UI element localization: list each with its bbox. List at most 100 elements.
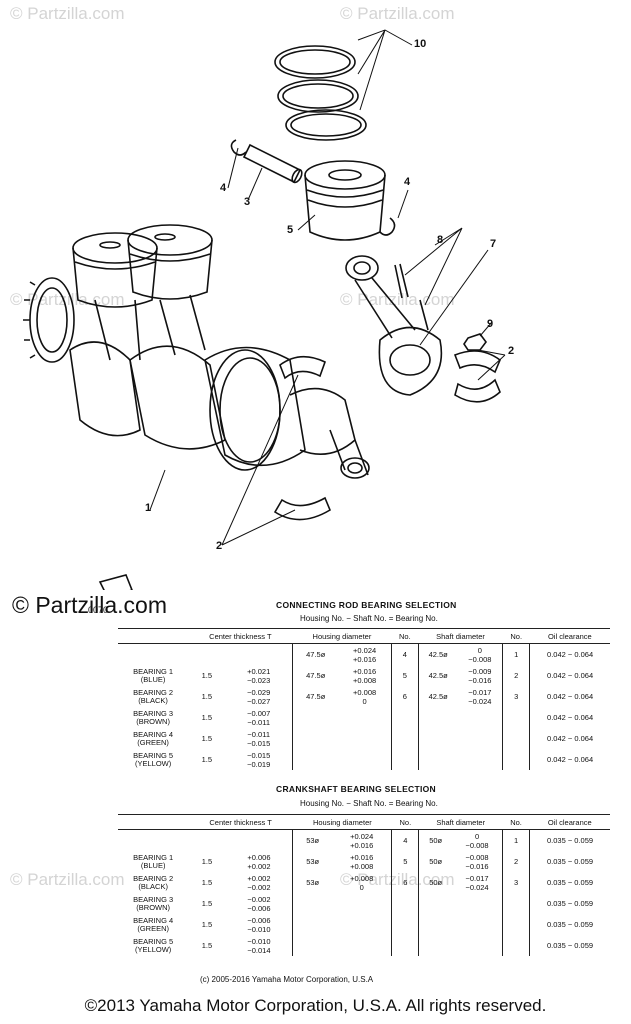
main-bearing-shell: [273, 496, 332, 521]
cell-housing-nom: [292, 749, 339, 770]
cell-thick-tol: +0.002 −0.002: [247, 873, 271, 892]
piston-rings: [274, 45, 367, 141]
cell-shaft-tol: [458, 749, 503, 770]
cell-oil: 0.035 − 0.059: [529, 893, 610, 914]
cell-thick-nom: 1.5: [201, 899, 213, 908]
cell-sno: 1: [502, 643, 530, 665]
cell-oil: 0.035 − 0.059: [529, 829, 610, 851]
cell-shaft-nom: 42.5ø: [417, 643, 458, 665]
cell-shaft-nom: 50ø: [418, 829, 452, 851]
footer-copyright: ©2013 Yamaha Motor Corporation, U.S.A. A…: [84, 996, 547, 1015]
cell-housing-nom: [292, 707, 339, 728]
main-bearing-shell: [279, 355, 326, 380]
col-oil-clearance: Oil clearance: [529, 816, 610, 830]
rod-bolt: [394, 263, 409, 299]
crank-table-title: CRANKSHAFT BEARING SELECTION: [276, 784, 436, 794]
callout-4: 4: [220, 182, 227, 194]
cell-sno: [502, 749, 530, 770]
cell-sno: [502, 707, 530, 728]
callout-10: 2: [508, 345, 515, 357]
cell-shaft-tol: −0.017 −0.024: [468, 687, 492, 706]
cell-name: [118, 830, 188, 852]
cell-sno: 3: [502, 686, 530, 707]
cell-housing-tol: [338, 749, 391, 770]
col-housing-diameter: Housing diameter: [292, 630, 392, 644]
partzilla-watermark: © Partzilla.com: [12, 592, 167, 618]
cell-sno: 2: [502, 665, 530, 686]
cell-shaft-tol: −0.009 −0.016: [468, 666, 492, 685]
cell-name: BEARING 5 (YELLOW): [133, 750, 174, 768]
cell-shaft-nom: [418, 935, 452, 956]
col-housing-no: No.: [391, 630, 419, 644]
cell-shaft-nom: [417, 707, 458, 728]
cell-housing-tol: +0.016 +0.008: [350, 852, 374, 871]
cell-thick-nom: 1.5: [201, 671, 213, 680]
conrod-table-title: CONNECTING ROD BEARING SELECTION: [276, 600, 457, 610]
cell-shaft-tol: [452, 914, 503, 935]
cell-thick-nom: [188, 830, 225, 852]
cell-hno: [391, 914, 419, 935]
cell-housing-tol: [338, 728, 391, 749]
cell-sno: 1: [502, 829, 530, 851]
cell-shaft-tol: 0 −0.008: [465, 831, 489, 850]
cell-sno: [502, 935, 530, 956]
cell-oil: 0.042 − 0.064: [529, 749, 610, 770]
leader-lines: [149, 29, 506, 546]
cell-thick-tol: −0.029 −0.027: [247, 687, 271, 706]
cell-thick-tol: −0.006 −0.010: [247, 915, 271, 934]
cell-name: BEARING 4 (GREEN): [133, 729, 174, 747]
cell-housing-tol: +0.024 +0.016: [353, 645, 377, 664]
cell-hno: 5: [390, 665, 419, 686]
cell-name: BEARING 2 (BLACK): [133, 873, 174, 891]
cell-housing-tol: +0.016 +0.008: [353, 666, 377, 685]
cell-name: BEARING 2 (BLACK): [133, 687, 174, 705]
cell-shaft-tol: [452, 935, 503, 956]
col-center-thickness: Center thickness T: [188, 816, 293, 830]
cell-oil: 0.035 − 0.059: [529, 935, 610, 956]
cell-shaft-tol: [452, 893, 503, 914]
crank-gear: [23, 277, 75, 363]
watermark: © Partzilla.com: [10, 870, 125, 889]
cell-sno: [502, 728, 530, 749]
cell-thick-tol: −0.010 −0.014: [247, 936, 271, 955]
cell-thick-tol: −0.015 −0.019: [247, 750, 271, 769]
watermark: © Partzilla.com: [340, 290, 455, 309]
cell-hno: [391, 935, 419, 956]
crankshaft: [69, 341, 370, 479]
cell-shaft-nom: [417, 749, 458, 770]
cell-thick-nom: 1.5: [201, 692, 213, 701]
col-shaft-no: No.: [502, 816, 530, 830]
crank-bearing-table: Center thickness T Housing diameter No. …: [118, 816, 610, 956]
cell-thick-nom: 1.5: [201, 941, 213, 950]
cell-hno: [391, 893, 419, 914]
cell-shaft-tol: 0 −0.008: [468, 645, 492, 664]
cell-oil: 0.035 − 0.059: [529, 914, 610, 935]
piston-pin: [242, 143, 303, 184]
callout-2: 2: [216, 540, 223, 552]
cell-housing-nom: [292, 893, 333, 914]
cell-sno: [502, 914, 530, 935]
cell-housing-nom: [292, 914, 333, 935]
cell-thick-tol: [225, 644, 292, 666]
callout-5: 5: [287, 224, 294, 236]
col-shaft-diameter: Shaft diameter: [418, 816, 503, 830]
assembled-pistons: [72, 224, 213, 308]
rod-nut: [463, 333, 487, 351]
cell-thick-tol: −0.011 −0.015: [247, 729, 271, 748]
cell-oil: 0.042 − 0.064: [529, 665, 610, 686]
col-shaft-no: No.: [502, 630, 530, 644]
reference-code: 0070: [88, 605, 109, 615]
cell-oil: 0.035 − 0.059: [529, 851, 610, 872]
col-oil-clearance: Oil clearance: [529, 630, 610, 644]
col-center-thickness: Center thickness T: [188, 630, 293, 644]
cell-shaft-nom: [418, 893, 452, 914]
diagram-copyright: (c) 2005-2016 Yamaha Motor Corporation, …: [200, 975, 374, 984]
exploded-parts-diagram: [23, 29, 506, 590]
cell-thick-tol: +0.021 −0.023: [247, 666, 271, 685]
